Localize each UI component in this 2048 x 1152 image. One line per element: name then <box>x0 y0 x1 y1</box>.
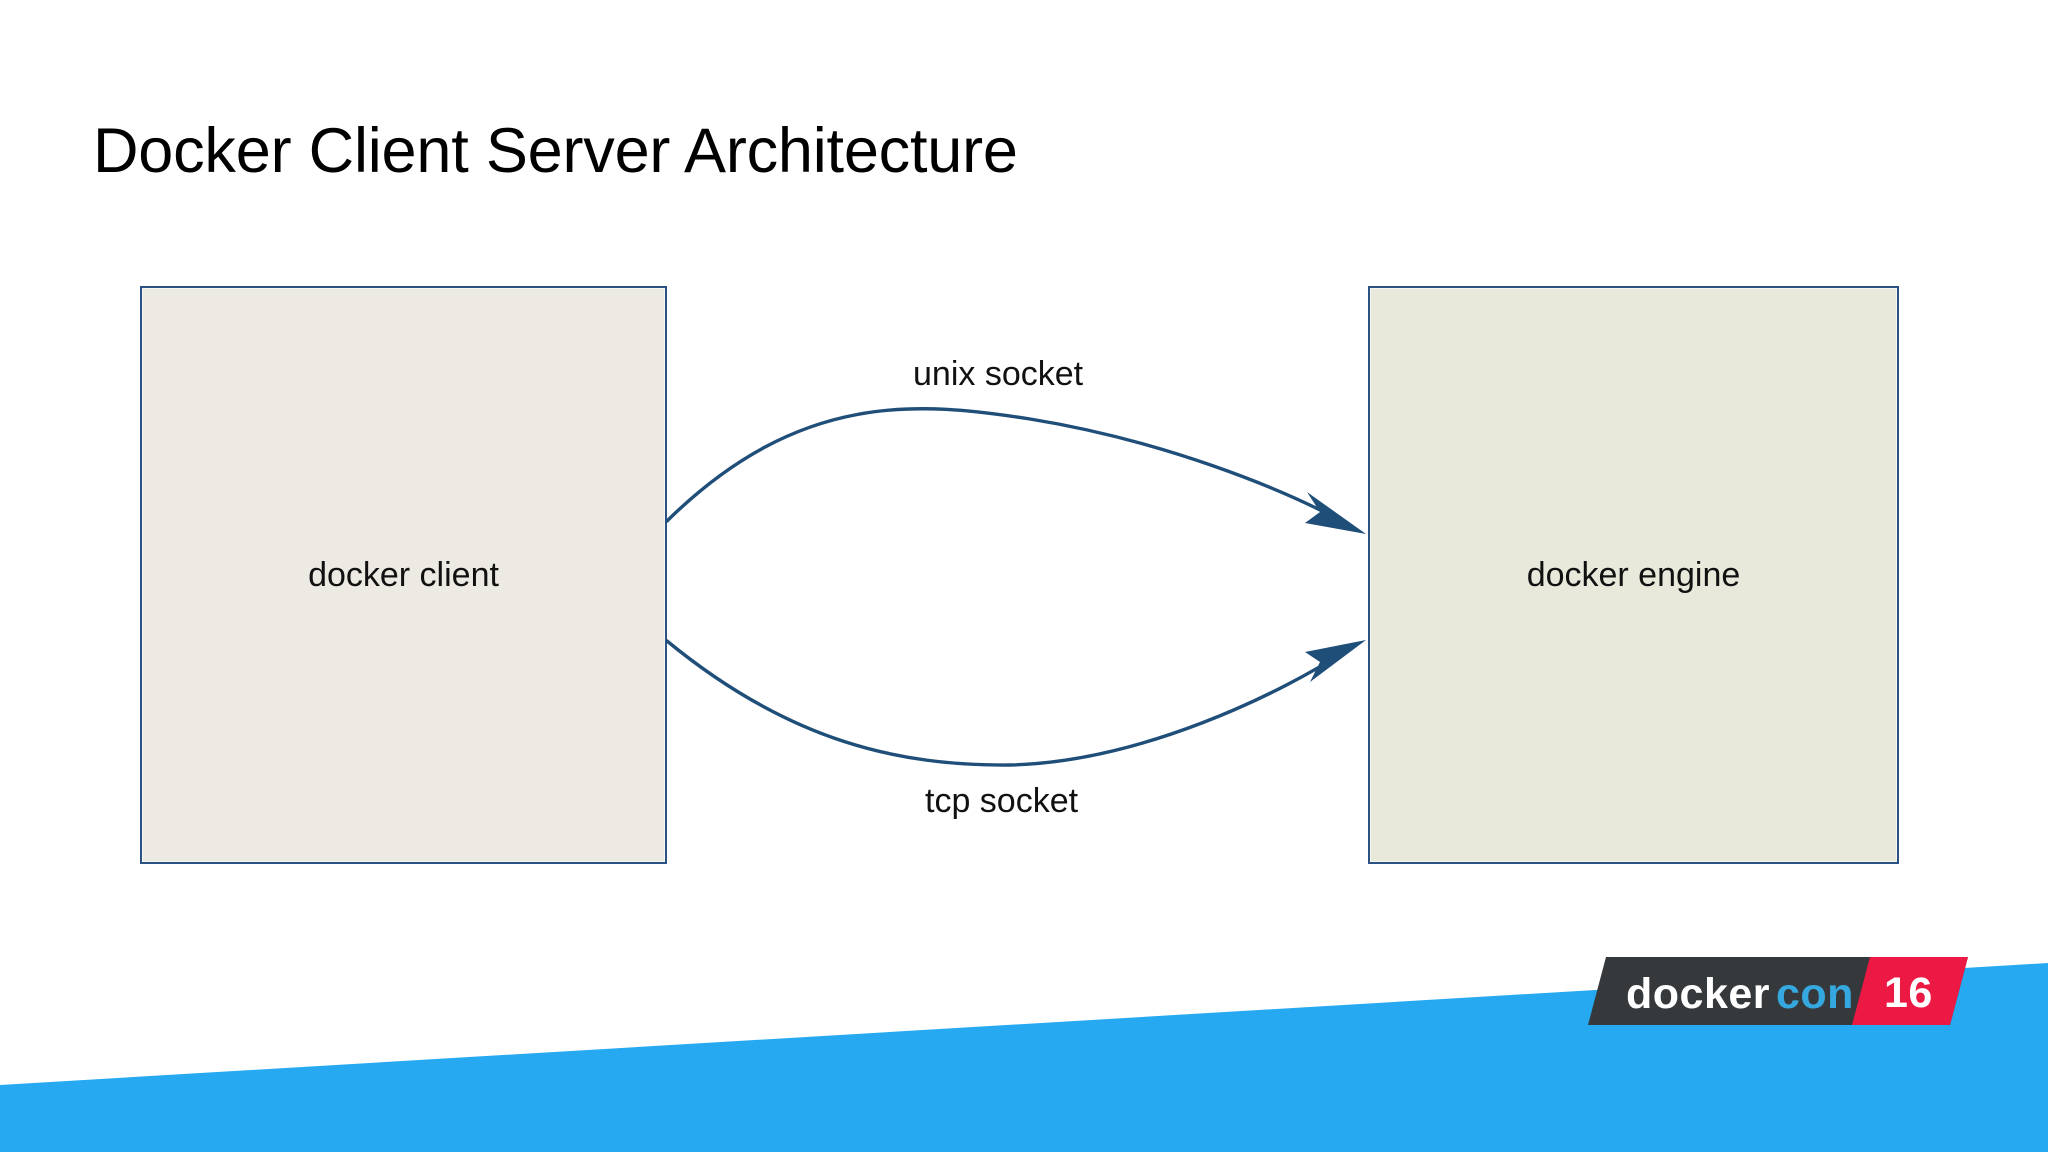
logo-word-con: con <box>1776 970 1854 1018</box>
node-docker-engine[interactable]: docker engine <box>1368 286 1899 864</box>
node-docker-engine-label: docker engine <box>1526 555 1741 594</box>
logo-word-docker: docker <box>1626 970 1771 1018</box>
dockercon-logo-plates <box>1588 957 1968 1025</box>
page-title: Docker Client Server Architecture <box>93 116 1018 186</box>
edge-label-tcp-socket: tcp socket <box>925 782 1079 820</box>
edge-label-unix-socket: unix socket <box>913 355 1084 393</box>
logo-year-16: 16 <box>1884 969 1933 1017</box>
node-docker-client[interactable]: docker client <box>140 286 667 864</box>
dockercon-logo: docker con 16 <box>1588 955 1968 1033</box>
logo-red-plate <box>1852 957 1968 1025</box>
blue-wedge-shape <box>0 963 2048 1152</box>
node-docker-client-label: docker client <box>308 555 499 594</box>
